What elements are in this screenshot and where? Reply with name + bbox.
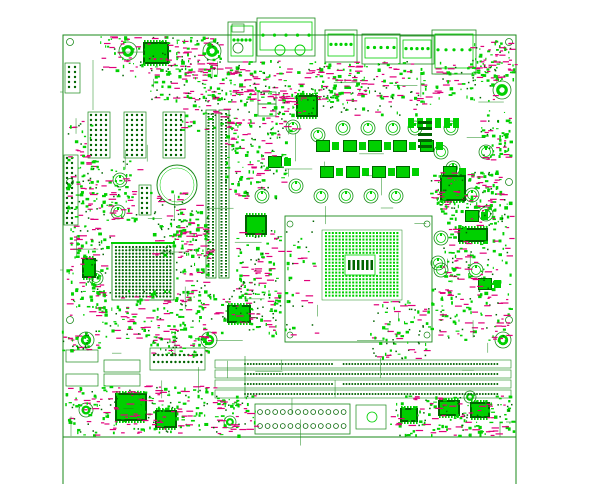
cpu-socket <box>284 215 433 343</box>
pcie-slots <box>65 347 512 435</box>
traces <box>60 51 504 446</box>
passive-components <box>61 36 518 438</box>
chipset-bga <box>111 242 175 301</box>
dimm-slots <box>205 109 230 279</box>
io-connectors <box>227 17 477 75</box>
vrm-mosfets <box>268 118 501 290</box>
